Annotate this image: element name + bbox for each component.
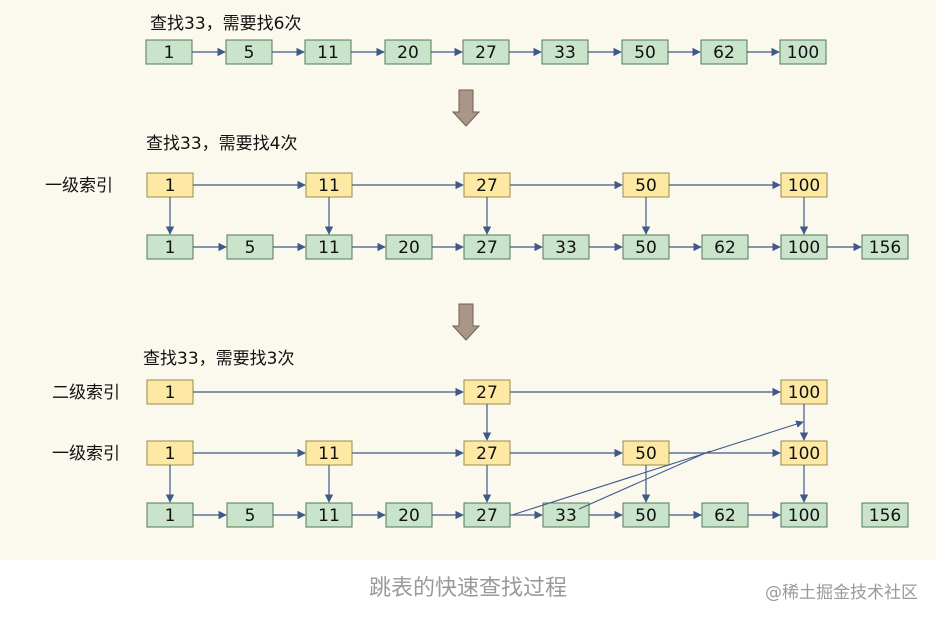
list-node-box [621, 39, 669, 65]
index-node-box [305, 440, 353, 466]
list-node-value: 27 [475, 43, 497, 63]
search-path-arrow [511, 420, 804, 516]
index-node-value: 1 [165, 176, 176, 196]
list-node-box [145, 39, 193, 65]
list-node-box [701, 502, 749, 528]
list-node-box [305, 234, 353, 260]
index-node-value: 1 [165, 444, 176, 464]
list-node-box [780, 502, 828, 528]
list-node-value: 33 [555, 506, 577, 526]
list-node-value: 100 [787, 43, 819, 63]
list-node-box [462, 39, 510, 65]
list-node-value: 62 [713, 43, 735, 63]
section-heading: 查找33，需要找6次 [150, 14, 301, 34]
list-node-box [304, 39, 352, 65]
index-node-value: 11 [318, 176, 340, 196]
index-node-box [780, 440, 828, 466]
list-node-box [700, 39, 748, 65]
list-node-value: 62 [714, 506, 736, 526]
list-node-box [226, 502, 274, 528]
search-path-line [578, 450, 711, 510]
index-node-value: 27 [476, 176, 498, 196]
section-heading: 查找33，需要找4次 [146, 134, 297, 154]
list-node-box [463, 502, 511, 528]
index-node-box [622, 440, 670, 466]
list-node-value: 11 [317, 43, 339, 63]
list-node-box [622, 234, 670, 260]
index-node-box [780, 379, 828, 405]
list-node-box [542, 502, 590, 528]
index-node-value: 11 [318, 444, 340, 464]
list-node-value: 27 [476, 238, 498, 258]
list-node-value: 50 [635, 506, 657, 526]
list-node-value: 33 [554, 43, 576, 63]
list-node-value: 11 [318, 238, 340, 258]
index-node-value: 100 [788, 176, 820, 196]
index-level-label: 一级索引 [45, 176, 113, 196]
list-node-box [701, 234, 749, 260]
index-node-value: 27 [476, 444, 498, 464]
list-node-value: 11 [318, 506, 340, 526]
list-node-box [541, 39, 589, 65]
list-node-value: 1 [165, 506, 176, 526]
index-level-label: 一级索引 [52, 444, 120, 464]
index-node-box [780, 172, 828, 198]
transition-down-arrow [451, 303, 481, 341]
index-node-value: 50 [635, 176, 657, 196]
list-node-box [385, 502, 433, 528]
list-node-value: 50 [634, 43, 656, 63]
list-node-value: 50 [635, 238, 657, 258]
list-node-value: 100 [788, 506, 820, 526]
list-node-value: 27 [476, 506, 498, 526]
index-node-box [146, 379, 194, 405]
watermark: @稀土掘金技术社区 [765, 583, 918, 603]
list-node-value: 20 [398, 238, 420, 258]
list-node-box [384, 39, 432, 65]
list-node-value: 156 [869, 506, 901, 526]
index-node-value: 27 [476, 383, 498, 403]
list-node-value: 1 [165, 238, 176, 258]
index-node-value: 100 [788, 383, 820, 403]
list-node-value: 100 [788, 238, 820, 258]
list-node-box [225, 39, 273, 65]
list-node-box [385, 234, 433, 260]
index-node-box [305, 172, 353, 198]
index-node-value: 100 [788, 444, 820, 464]
index-level-label: 二级索引 [52, 383, 120, 403]
list-node-value: 5 [244, 43, 255, 63]
list-node-box [305, 502, 353, 528]
list-node-value: 33 [555, 238, 577, 258]
list-node-box [463, 234, 511, 260]
list-node-value: 5 [245, 506, 256, 526]
list-node-value: 20 [397, 43, 419, 63]
list-node-box [861, 502, 909, 528]
list-node-value: 20 [398, 506, 420, 526]
list-node-box [226, 234, 274, 260]
index-node-value: 1 [165, 383, 176, 403]
section-heading: 查找33，需要找3次 [143, 349, 294, 369]
list-node-box [542, 234, 590, 260]
list-node-box [779, 39, 827, 65]
figure-caption: 跳表的快速查找过程 [368, 576, 567, 601]
list-node-value: 5 [245, 238, 256, 258]
list-node-value: 156 [869, 238, 901, 258]
list-node-box [780, 234, 828, 260]
list-node-box [861, 234, 909, 260]
list-node-box [146, 234, 194, 260]
list-node-value: 1 [164, 43, 175, 63]
transition-down-arrow [451, 89, 481, 127]
list-node-value: 62 [714, 238, 736, 258]
index-node-value: 50 [635, 444, 657, 464]
